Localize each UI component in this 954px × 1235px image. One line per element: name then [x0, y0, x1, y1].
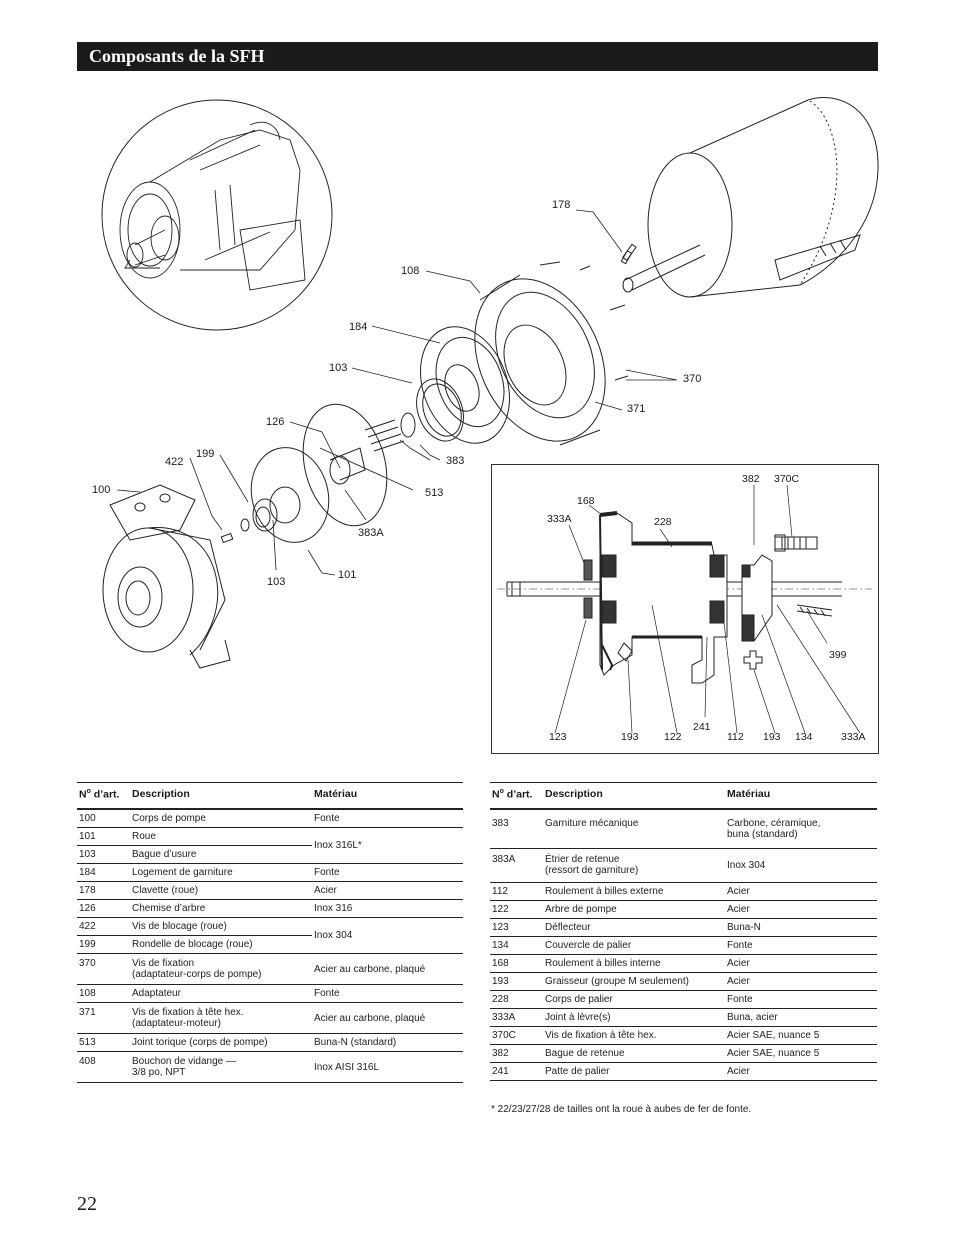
callout-199: 199 [196, 448, 215, 460]
callout-101: 101 [338, 569, 357, 581]
callout-383: 383 [446, 455, 465, 467]
adapter-drawing [474, 261, 629, 446]
inset-motor-adapter [119, 121, 306, 291]
column-header-number: No d’art. [77, 782, 130, 810]
detail-callout-193-left: 193 [621, 731, 639, 743]
column-header-material: Matériau [725, 782, 877, 810]
detail-callout-123: 123 [549, 731, 567, 743]
detail-callout-134: 134 [795, 731, 813, 743]
column-header-number: No d’art. [490, 782, 543, 810]
callout-108: 108 [401, 265, 420, 277]
callout-103-lower: 103 [267, 576, 286, 588]
callout-422: 422 [165, 456, 184, 468]
detail-callout-333A-bottom: 333A [841, 731, 866, 743]
table-header-row: No d’art. Description Matériau [77, 782, 463, 810]
detail-callout-333A-top: 333A [547, 513, 572, 525]
callout-103-upper: 103 [329, 362, 348, 374]
detail-callout-399: 399 [829, 649, 847, 661]
section-title: Composants de la SFH [89, 46, 265, 66]
detail-callout-241: 241 [693, 721, 711, 733]
callout-178: 178 [552, 199, 571, 211]
callout-184: 184 [349, 321, 368, 333]
gasket-drawing [302, 403, 388, 527]
o-ring-drawing [416, 378, 464, 442]
inset-circle [101, 99, 333, 331]
callout-371: 371 [627, 403, 646, 415]
detail-callout-193-right: 193 [763, 731, 781, 743]
impeller-screw-drawing [220, 532, 234, 544]
motor [620, 97, 879, 298]
seal-housing-drawing [420, 326, 510, 444]
callout-370: 370 [683, 373, 702, 385]
detail-callout-370C: 370C [774, 473, 800, 485]
detail-callout-122: 122 [664, 731, 682, 743]
callout-126: 126 [266, 416, 285, 428]
detail-callout-382: 382 [742, 473, 760, 485]
column-header-description: Description [130, 782, 312, 810]
column-header-description: Description [543, 782, 725, 810]
pump-casing-drawing [102, 484, 231, 669]
exploded-view-drawing [101, 97, 879, 669]
spring-drawing [364, 412, 416, 452]
table-header-row: No d’art. Description Matériau [490, 782, 877, 810]
column-header-material: Matériau [312, 782, 463, 810]
detail-callout-112: 112 [727, 731, 744, 743]
section-header: Composants de la SFH [77, 42, 878, 71]
impeller-drawing [240, 447, 330, 543]
bearing-frame-section-drawing [497, 484, 872, 734]
bearing-frame-detail: 382 370C 168 333A 228 399 241 123 193 12… [491, 464, 879, 754]
detail-callout-228: 228 [654, 516, 672, 528]
table-footnote: * 22/23/27/28 de tailles ont la roue à a… [491, 1104, 752, 1115]
leader-lines [116, 209, 678, 576]
callout-383A: 383A [358, 527, 384, 539]
page-number: 22 [77, 1193, 97, 1215]
detail-callout-168: 168 [577, 495, 595, 507]
callout-513: 513 [425, 487, 444, 499]
callout-100: 100 [92, 484, 111, 496]
